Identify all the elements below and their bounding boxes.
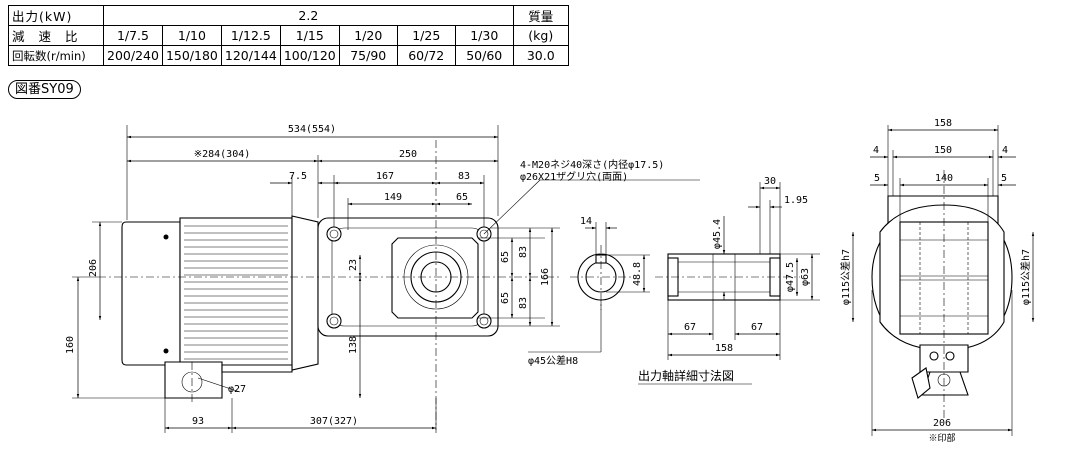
dim-4a: 4 — [873, 145, 879, 156]
speed-cell: 120/144 — [220, 45, 281, 66]
dim-83-top: 83 — [458, 171, 470, 182]
dim-150: 150 — [934, 145, 952, 156]
output-label: 出力(kW) — [8, 5, 104, 26]
speed-cell: 200/240 — [103, 45, 163, 66]
speed-cell: 100/120 — [279, 45, 340, 66]
bolt-dot — [163, 348, 169, 354]
motor-flange — [291, 215, 319, 371]
dim-206-bottom: 206 — [933, 418, 951, 429]
front-view: 534(554) ※284(304) 250 7.5 167 83 149 65… — [65, 124, 700, 433]
figure-label: 図番SY09 — [8, 80, 81, 99]
shaft-end-view: 14 48.8 φ45公差H8 — [528, 216, 650, 367]
shaft-side-view: φ45.4 φ47.5 φ63 30 1.95 67 67 158 出力軸詳細寸… — [638, 176, 820, 385]
note-counterbore: φ26X21ザグリ穴(両面) — [520, 170, 628, 183]
bolt-dot — [163, 234, 169, 240]
dim-67a: 67 — [684, 322, 696, 333]
dim-bore-h8: φ45公差H8 — [528, 354, 578, 367]
dim-167: 167 — [376, 171, 394, 182]
shaft-caption: 出力軸詳細寸法図 — [638, 368, 734, 383]
dim-307: 307(327) — [310, 416, 358, 427]
motor-fan-cover — [121, 221, 181, 366]
ratio-cell: 1/15 — [279, 25, 340, 46]
dim-65-top: 65 — [456, 192, 468, 203]
dim-30: 30 — [764, 176, 776, 187]
dim-93: 93 — [192, 416, 204, 427]
dim-height-160: 160 — [65, 336, 76, 354]
dim-phi45-4: φ45.4 — [712, 219, 723, 249]
speed-cell: 150/180 — [161, 45, 222, 66]
ratio-cell: 1/10 — [161, 25, 222, 46]
dim-158-shaft: 158 — [715, 343, 733, 354]
dim-1-95: 1.95 — [784, 195, 808, 206]
motor-fins — [184, 225, 288, 360]
dim-total-length: 534(554) — [288, 124, 336, 135]
speed-cell: 60/72 — [396, 45, 456, 66]
dim-166: 166 — [540, 268, 551, 286]
dim-65-r1: 65 — [500, 251, 511, 263]
dim-83-r1: 83 — [518, 246, 529, 258]
dim-138: 138 — [348, 336, 359, 354]
speed-cell: 50/60 — [454, 45, 514, 66]
dim-48-8: 48.8 — [632, 262, 643, 286]
dim-149: 149 — [384, 192, 402, 203]
dim-7-5: 7.5 — [289, 171, 307, 182]
dim-158-top: 158 — [934, 118, 952, 129]
spec-table: 出力(kW) 2.2 質量 減速比 1/7.5 1/10 1/12.5 1/15… — [8, 5, 569, 66]
dim-key-14: 14 — [580, 216, 592, 227]
dim-5a: 5 — [874, 173, 880, 184]
dim-23: 23 — [348, 259, 359, 271]
dim-phi47-5: φ47.5 — [785, 262, 796, 292]
mass-value: 30.0 — [512, 45, 569, 66]
speed-cell: 75/90 — [338, 45, 398, 66]
dim-140: 140 — [935, 173, 953, 184]
dim-phi115-right: φ115公差h7 — [1019, 249, 1032, 305]
dim-motor-length: ※284(304) — [194, 149, 251, 160]
dim-phi27: φ27 — [228, 384, 246, 395]
dim-5b: 5 — [1001, 173, 1007, 184]
dim-4b: 4 — [1002, 145, 1008, 156]
speed-label: 回転数(r/min) — [8, 45, 104, 66]
dim-height-206: 206 — [88, 259, 99, 277]
dim-phi63: φ63 — [800, 268, 811, 286]
note-mark: ※印部 — [928, 432, 955, 444]
mounting-foot — [164, 361, 223, 399]
dim-65-r2: 65 — [500, 292, 511, 304]
dim-67b: 67 — [751, 322, 763, 333]
dim-gear-length: 250 — [399, 149, 417, 160]
note-tap-holes: 4-M20ネジ40深さ(内径φ17.5) — [520, 158, 664, 171]
side-view: 158 150 4 4 140 5 5 φ115公差h7 φ115公差h7 20… — [839, 118, 1035, 444]
motor-body — [179, 217, 293, 369]
dim-phi115-left: φ115公差h7 — [839, 249, 852, 305]
dim-83-r2: 83 — [518, 297, 529, 309]
